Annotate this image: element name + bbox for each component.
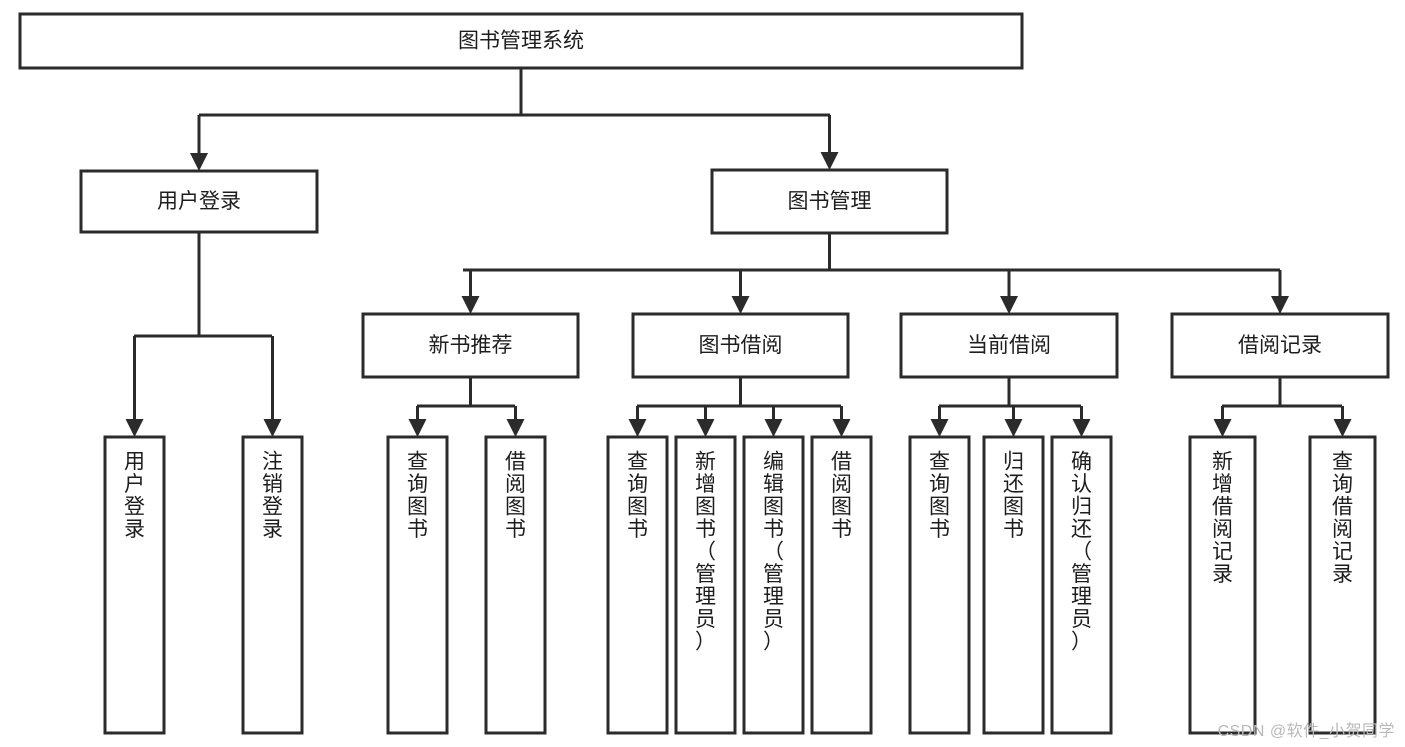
node-l1-用户登录[interactable]: 用户登录 [79,169,319,234]
node-label: 查询借阅记录 [1332,451,1353,587]
node-leaf-查询图书[interactable]: 查询图书 [606,435,669,735]
edge-图书借阅-to-借阅图书-arrowhead [832,419,851,437]
node-label: 借阅图书 [831,451,852,542]
node-leaf-用户登录[interactable]: 用户登录 [103,435,166,735]
edge-bookmgmt-to-借阅记录-arrowhead [1271,296,1289,314]
node-label: 借阅图书 [505,451,526,542]
node-box [899,312,1119,379]
node-label: 借阅记录 [1238,334,1322,357]
edge-root-to-用户登录-arrowhead [190,153,208,171]
edge-bookmgmt-to-新书推荐-arrowhead [461,296,480,314]
connector-layer [125,68,1352,437]
node-box [1170,312,1390,379]
node-box [606,435,669,735]
edge-bookmgmt-to-当前借阅-arrowhead [1000,296,1018,314]
node-leaf-查询图书[interactable]: 查询图书 [908,435,971,735]
node-root-图书管理系统[interactable]: 图书管理系统 [18,12,1024,70]
node-label: 确认归还（管理员） [1071,451,1092,654]
node-box [386,435,449,735]
node-box [631,312,850,379]
node-label: 查询图书 [407,451,428,542]
node-l2-当前借阅[interactable]: 当前借阅 [899,312,1119,379]
node-box [361,312,580,379]
edge-用户登录-to-用户登录-arrowhead [125,419,144,437]
edge-图书借阅-to-编辑图书管理员-arrowhead [764,419,783,437]
node-leaf-确认归还管理员[interactable]: 确认归还（管理员） [1050,435,1113,735]
node-box [18,12,1024,70]
node-label: 查询图书 [929,451,950,542]
edge-新书推荐-to-借阅图书-arrowhead [506,419,525,437]
edge-借阅记录-to-查询借阅记录-arrowhead [1333,419,1352,437]
edge-图书借阅-to-查询图书-arrowhead [628,419,647,437]
watermark-label: CSDN @软件_小贺同学 [1217,723,1395,740]
edge-当前借阅-to-查询图书-arrowhead [930,419,949,437]
node-box [908,435,971,735]
node-l1-图书管理[interactable]: 图书管理 [710,168,949,235]
edge-图书借阅-to-新增图书管理员-arrowhead [696,419,715,437]
node-label: 注销登录 [262,451,283,542]
node-leaf-归还图书[interactable]: 归还图书 [982,435,1045,735]
node-leaf-查询图书[interactable]: 查询图书 [386,435,449,735]
node-label: 图书管理系统 [458,30,584,53]
node-label: 图书借阅 [699,334,783,357]
edge-借阅记录-to-新增借阅记录-arrowhead [1213,419,1232,437]
node-leaf-注销登录[interactable]: 注销登录 [241,435,304,735]
node-label: 新书推荐 [429,334,513,357]
node-l2-新书推荐[interactable]: 新书推荐 [361,312,580,379]
edge-bookmgmt-to-图书借阅-arrowhead [731,296,750,314]
node-box [810,435,873,735]
node-label: 新增借阅记录 [1212,451,1233,587]
node-label: 归还图书 [1003,451,1024,542]
node-box [1050,435,1113,735]
node-l2-图书借阅[interactable]: 图书借阅 [631,312,850,379]
edge-当前借阅-to-归还图书-arrowhead [1004,419,1023,437]
edge-当前借阅-to-确认归还管理员-arrowhead [1072,419,1091,437]
node-leaf-编辑图书管理员[interactable]: 编辑图书（管理员） [742,435,805,735]
node-box [241,435,304,735]
node-leaf-新增借阅记录[interactable]: 新增借阅记录 [1188,435,1257,735]
node-box [1308,435,1377,735]
node-layer: 图书管理系统用户登录图书管理新书推荐图书借阅当前借阅借阅记录用户登录注销登录查询… [18,12,1390,735]
node-box [103,435,166,735]
node-box [982,435,1045,735]
node-label: 图书管理 [788,190,872,213]
node-label: 用户登录 [157,190,241,213]
node-box [1188,435,1257,735]
node-label: 新增图书（管理员） [695,451,716,654]
edge-用户登录-to-注销登录-arrowhead [263,419,282,437]
node-l2-借阅记录[interactable]: 借阅记录 [1170,312,1390,379]
node-box [742,435,805,735]
edge-新书推荐-to-查询图书-arrowhead [408,419,427,437]
node-box [710,168,949,235]
node-box [674,435,737,735]
node-label: 查询图书 [627,451,648,542]
node-leaf-借阅图书[interactable]: 借阅图书 [484,435,547,735]
node-label: 编辑图书（管理员） [763,451,784,654]
node-leaf-查询借阅记录[interactable]: 查询借阅记录 [1308,435,1377,735]
node-box [484,435,547,735]
node-box [79,169,319,234]
edge-root-to-图书管理-arrowhead [820,152,839,170]
node-label: 用户登录 [124,451,145,542]
node-label: 当前借阅 [967,334,1051,357]
node-leaf-借阅图书[interactable]: 借阅图书 [810,435,873,735]
node-leaf-新增图书管理员[interactable]: 新增图书（管理员） [674,435,737,735]
